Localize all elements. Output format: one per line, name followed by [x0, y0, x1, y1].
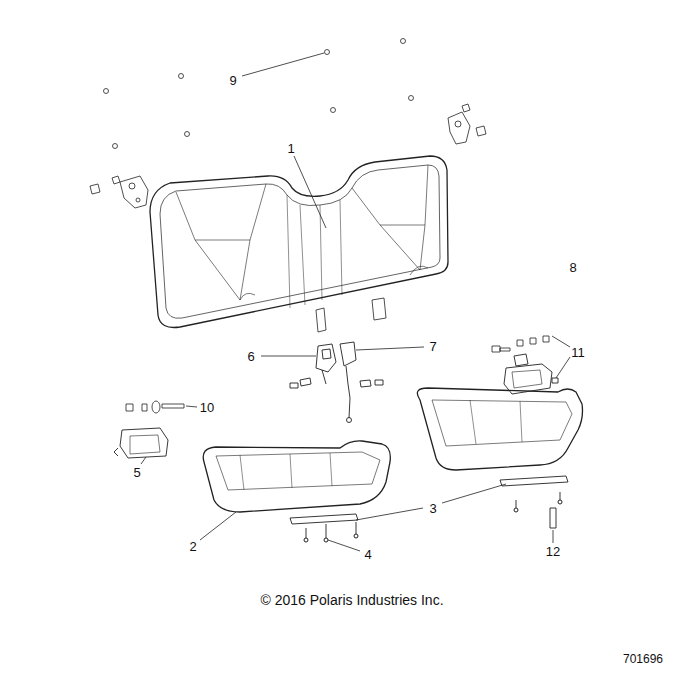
callout-number: 5	[133, 466, 140, 479]
retractor-right	[504, 354, 558, 394]
leader-lines	[141, 53, 570, 551]
bolts	[126, 336, 549, 413]
bracket-right	[448, 104, 486, 144]
nuts	[104, 39, 414, 149]
callout-number: 1	[287, 142, 294, 155]
callout-number: 10	[200, 401, 214, 414]
callout-number: 6	[247, 350, 254, 363]
seat-bottom-left	[203, 441, 390, 542]
callout-number: 2	[189, 540, 196, 553]
seat-back	[150, 156, 448, 328]
buckle-anchors	[316, 298, 386, 332]
callout-number: 12	[546, 545, 560, 558]
callout-number: 4	[364, 548, 371, 561]
callout-number: 8	[569, 261, 576, 274]
callout-number: 3	[429, 502, 436, 515]
seat-bottom-right	[417, 388, 582, 528]
bracket-left	[90, 176, 148, 208]
note-text: 701696	[623, 653, 663, 665]
callout-number: 9	[229, 74, 236, 87]
callout-number: 11	[571, 346, 585, 359]
seat-belt-buckles	[290, 342, 383, 423]
note-text: © 2016 Polaris Industries Inc.	[260, 593, 443, 607]
callout-number: 7	[429, 340, 436, 353]
retractor-left	[114, 428, 168, 458]
